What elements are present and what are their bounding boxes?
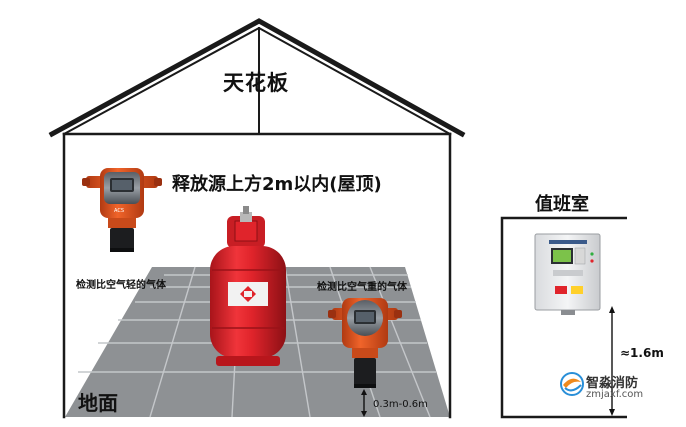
floor-distance-arrow [361, 389, 367, 417]
floor-label: 地面 [78, 391, 118, 415]
panel-height-label: ≈1.6m [620, 346, 664, 360]
floor-distance-label: 0.3m-0.6m [373, 399, 428, 410]
gas-detector-ceiling: ACS [82, 168, 162, 252]
brand-logo-icon [560, 372, 584, 396]
upper-zone-label: 释放源上方2m以内(屋顶) [172, 174, 382, 195]
house-outline [48, 18, 466, 419]
ceiling-label: 天花板 [223, 71, 289, 95]
brand-name: 智淼消防 [586, 376, 639, 391]
lighter-gas-label: 检测比空气轻的气体 [76, 280, 166, 291]
duty-room-label: 值班室 [535, 194, 589, 215]
gas-detector-floor [328, 298, 402, 388]
heavier-gas-label: 检测比空气重的气体 [317, 282, 407, 293]
svg-text:ACS: ACS [114, 208, 124, 214]
control-panel [534, 233, 601, 315]
duty-room-outline [500, 216, 627, 419]
brand-url: zmjaxf.com [586, 389, 644, 400]
panel-height-arrow [609, 306, 615, 416]
gas-cylinder [210, 206, 286, 366]
